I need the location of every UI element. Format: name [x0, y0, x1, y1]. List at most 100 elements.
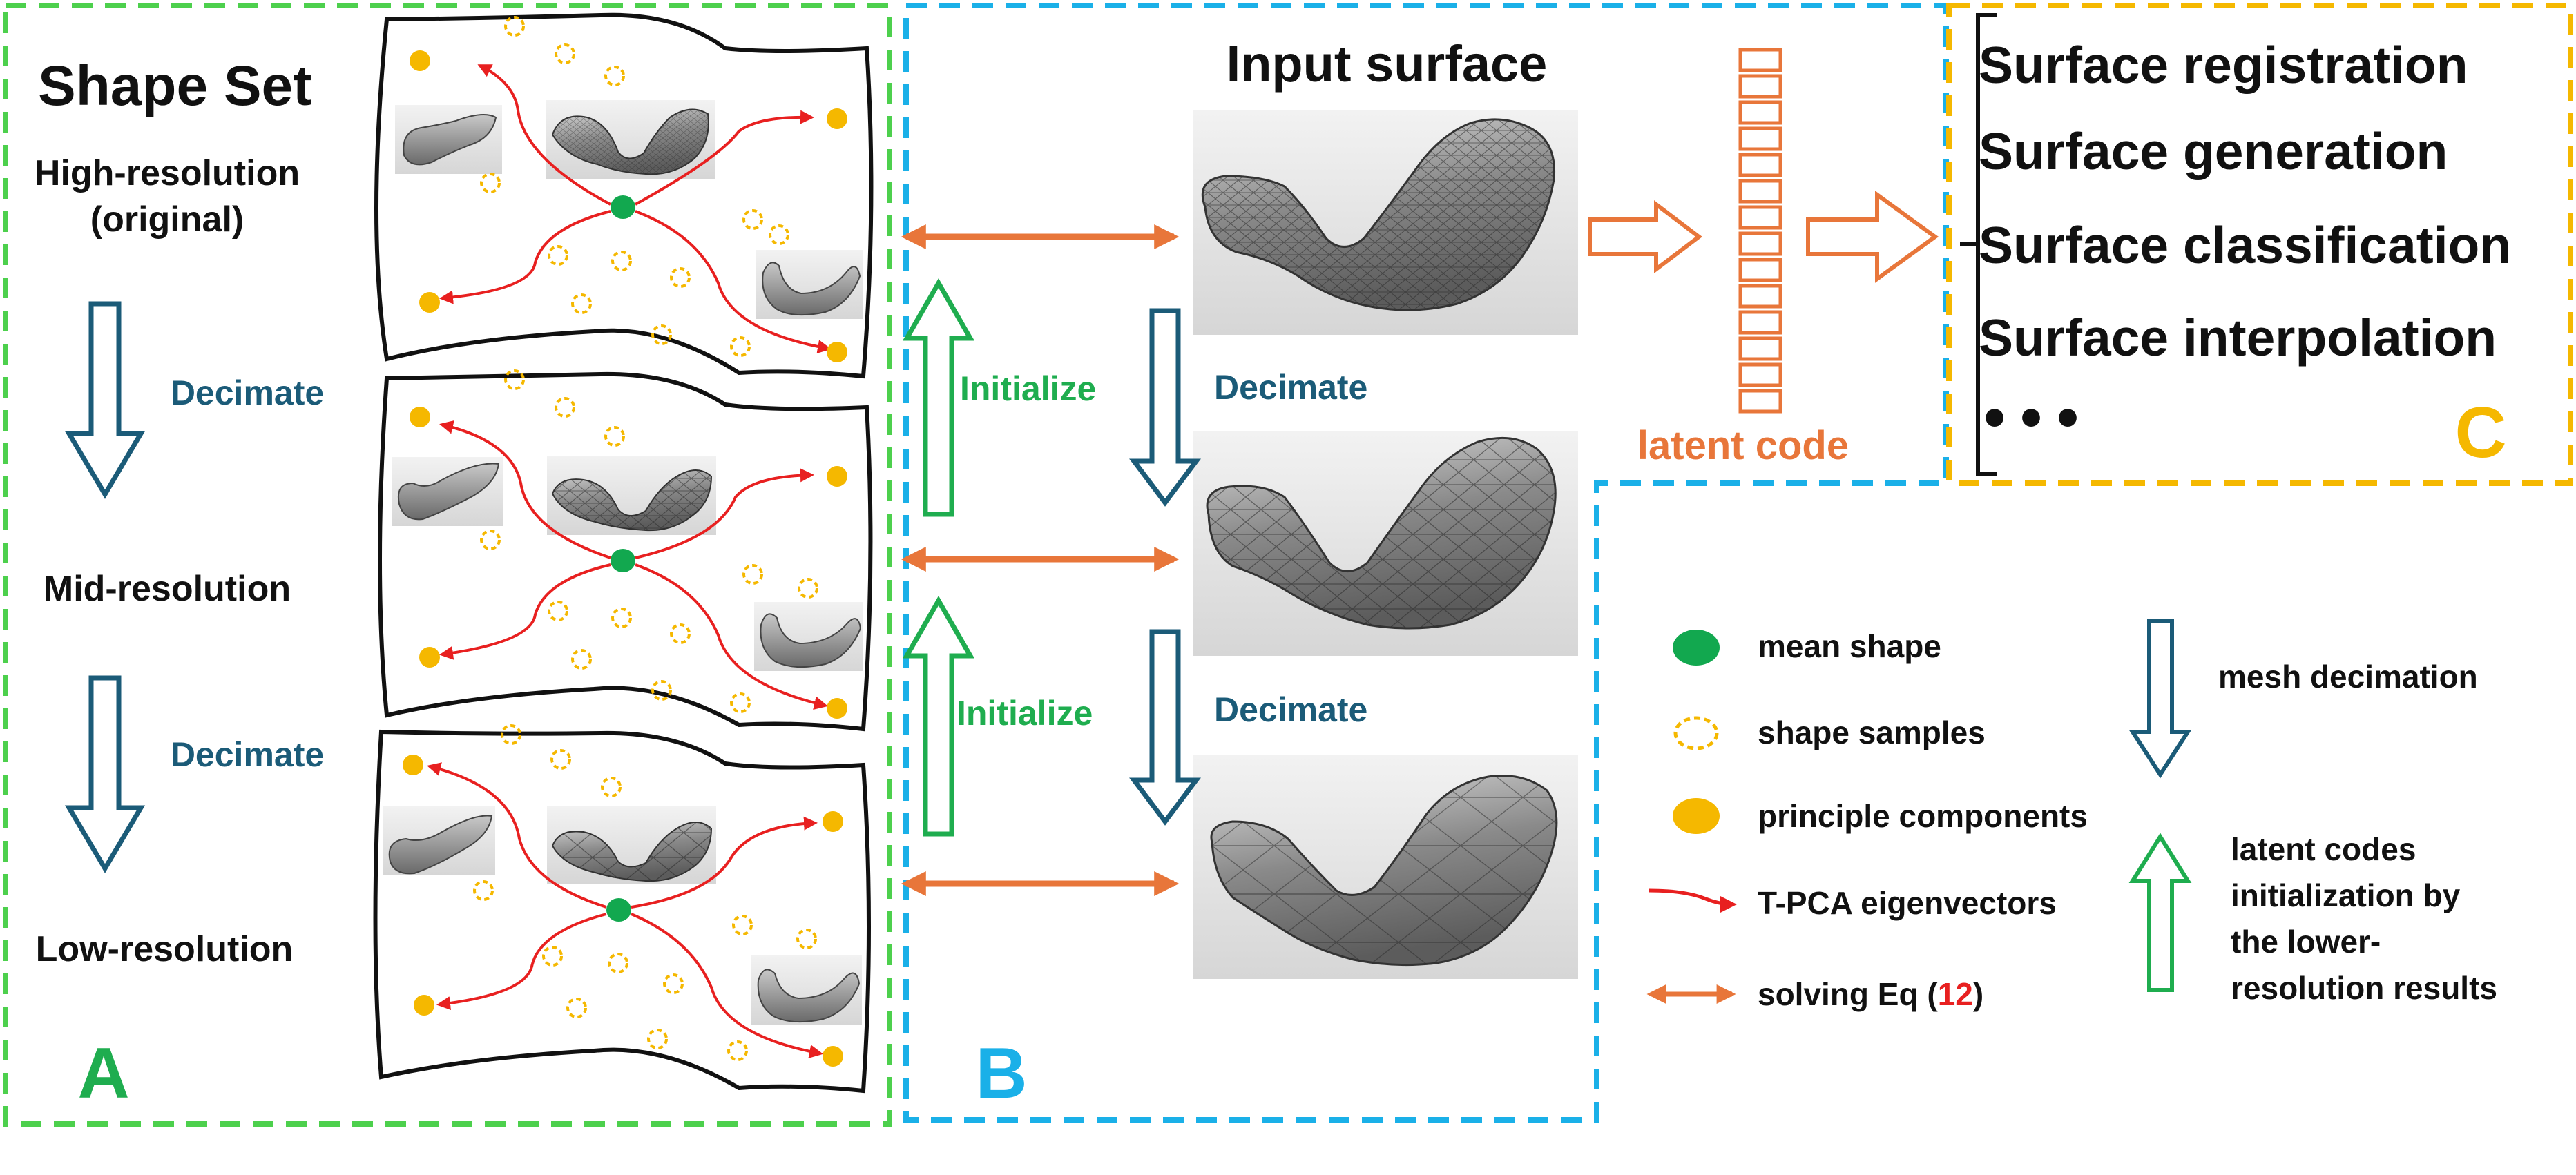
legend-principal-components-symbol [1673, 798, 1720, 834]
mean-shape-mesh [552, 470, 711, 531]
sample-shape-surface [760, 613, 862, 668]
tpca-eigenvector-arrow [427, 762, 607, 909]
principal-component-dot [827, 108, 847, 129]
panel-c-border [1946, 3, 2573, 486]
level-high-label: High-resolution [35, 153, 300, 193]
legend-shape-samples-symbol [1673, 716, 1719, 750]
mean-shape-dot [611, 195, 635, 219]
decimate-label-b1: Decimate [1214, 368, 1367, 407]
principal-component-dot [419, 647, 440, 668]
initialize-label-1: Initialize [960, 369, 1096, 408]
tpca-eigenvector-arrow [477, 64, 611, 206]
legend-decimation-symbol [2128, 619, 2192, 779]
mean-shape-dot [606, 898, 631, 922]
decimate-arrow-a2 [64, 675, 146, 873]
legend-init-line-2: initialization by [2231, 877, 2461, 913]
principal-component-dot [823, 1046, 843, 1067]
to-applications-arrow [1806, 191, 1939, 283]
principal-component-dot [410, 50, 430, 71]
input-surface-low [1193, 755, 1578, 979]
surface-mesh [1202, 119, 1555, 310]
initialize-arrow-1 [902, 278, 975, 517]
tpca-eigenvector-arrow [635, 210, 832, 354]
panel-c-letter: C [2454, 393, 2506, 473]
mean-shape-dot [611, 549, 635, 572]
tpca-eigenvector-arrow [439, 420, 611, 559]
legend-mean-shape-symbol [1673, 630, 1720, 666]
sample-shape-surface [398, 463, 500, 521]
input-surface-title: Input surface [1227, 35, 1548, 93]
mean-shape-mesh [552, 109, 709, 175]
principal-component-dot [410, 407, 430, 427]
legend-shape-samples-label: shape samples [1758, 715, 1986, 750]
legend-equation-ref: 12 [1938, 976, 1973, 1012]
legend-mean-shape-label: mean shape [1758, 628, 1941, 664]
decimate-arrow-b2 [1129, 629, 1201, 826]
principal-component-dot [403, 755, 423, 775]
principal-component-dot [827, 466, 847, 487]
tpca-eigenvector-arrow [439, 210, 611, 304]
tpca-eigenvector-arrow [436, 913, 607, 1011]
mean-shape-mesh [552, 822, 711, 882]
sample-shape-surface [762, 262, 861, 316]
legend-tpca-symbol [1649, 888, 1737, 913]
tpca-eigenvector-arrow [635, 468, 814, 559]
decimate-label-a2: Decimate [171, 735, 324, 774]
panel-a-letter: A [77, 1033, 129, 1114]
principal-component-dot [827, 342, 847, 362]
sample-shape-surface [403, 114, 497, 166]
to-latent-arrow [1588, 200, 1702, 274]
legend-solving-prefix: solving Eq ( [1758, 976, 1938, 1012]
sample-shape-surface [757, 969, 861, 1023]
shape-sheet-high [374, 12, 874, 379]
shape-sheet-mid [378, 369, 873, 732]
initialize-label-2: Initialize [957, 694, 1093, 732]
application-interpolation: Surface interpolation [1979, 309, 2497, 367]
panel-b-letter: B [975, 1033, 1027, 1114]
legend-solving-label: solving Eq (12) [1758, 976, 1983, 1012]
tpca-eigenvector-arrow [439, 563, 611, 660]
surface-mesh [1207, 438, 1556, 628]
application-generation: Surface generation [1979, 122, 2448, 180]
shape-sample-dots [480, 369, 818, 713]
legend-init-line-3: the lower- [2231, 924, 2381, 960]
sample-shape-surface [388, 815, 493, 875]
level-high-sublabel: (original) [90, 200, 244, 240]
panel-a-border [3, 3, 892, 1127]
legend-decimation-label: mesh decimation [2218, 659, 2478, 695]
shape-sample-dots [480, 16, 789, 357]
principal-component-dot [823, 811, 843, 832]
decimate-arrow-b1 [1129, 308, 1201, 507]
tpca-eigenvector-arrow [631, 913, 823, 1058]
application-ellipsis: ● ● ● [1982, 392, 2080, 438]
initialize-arrow-2 [902, 595, 975, 837]
principal-component-dot [827, 698, 847, 719]
input-surface-high [1193, 110, 1578, 335]
level-low-label: Low-resolution [36, 929, 294, 969]
shape-set-title: Shape Set [38, 55, 311, 117]
latent-code-vector [1738, 48, 1782, 414]
tpca-eigenvector-arrow [631, 816, 818, 909]
legend-solving-suffix: ) [1973, 976, 1983, 1012]
latent-code-label: latent code [1637, 423, 1849, 468]
shape-sheet-low [373, 724, 871, 1094]
legend-init-line-1: latent codes [2231, 831, 2416, 867]
decimate-label-a1: Decimate [171, 373, 324, 412]
tpca-eigenvector-arrow [635, 563, 828, 710]
legend-initialization-symbol [2128, 833, 2192, 992]
legend-principal-components-label: principle components [1758, 798, 2088, 834]
application-registration: Surface registration [1979, 36, 2468, 94]
decimate-arrow-a1 [64, 301, 146, 499]
tpca-eigenvector-arrow [635, 110, 814, 206]
principal-component-dot [419, 292, 440, 313]
level-mid-label: Mid-resolution [44, 569, 291, 609]
decimate-label-b2: Decimate [1214, 690, 1367, 729]
legend-tpca-label: T-PCA eigenvectors [1758, 885, 2057, 921]
legend-init-line-4: resolution results [2231, 970, 2497, 1006]
input-surface-mid [1193, 431, 1578, 656]
surface-mesh [1211, 775, 1557, 965]
shape-sample-dots [473, 724, 817, 1061]
principal-component-dot [414, 995, 434, 1016]
